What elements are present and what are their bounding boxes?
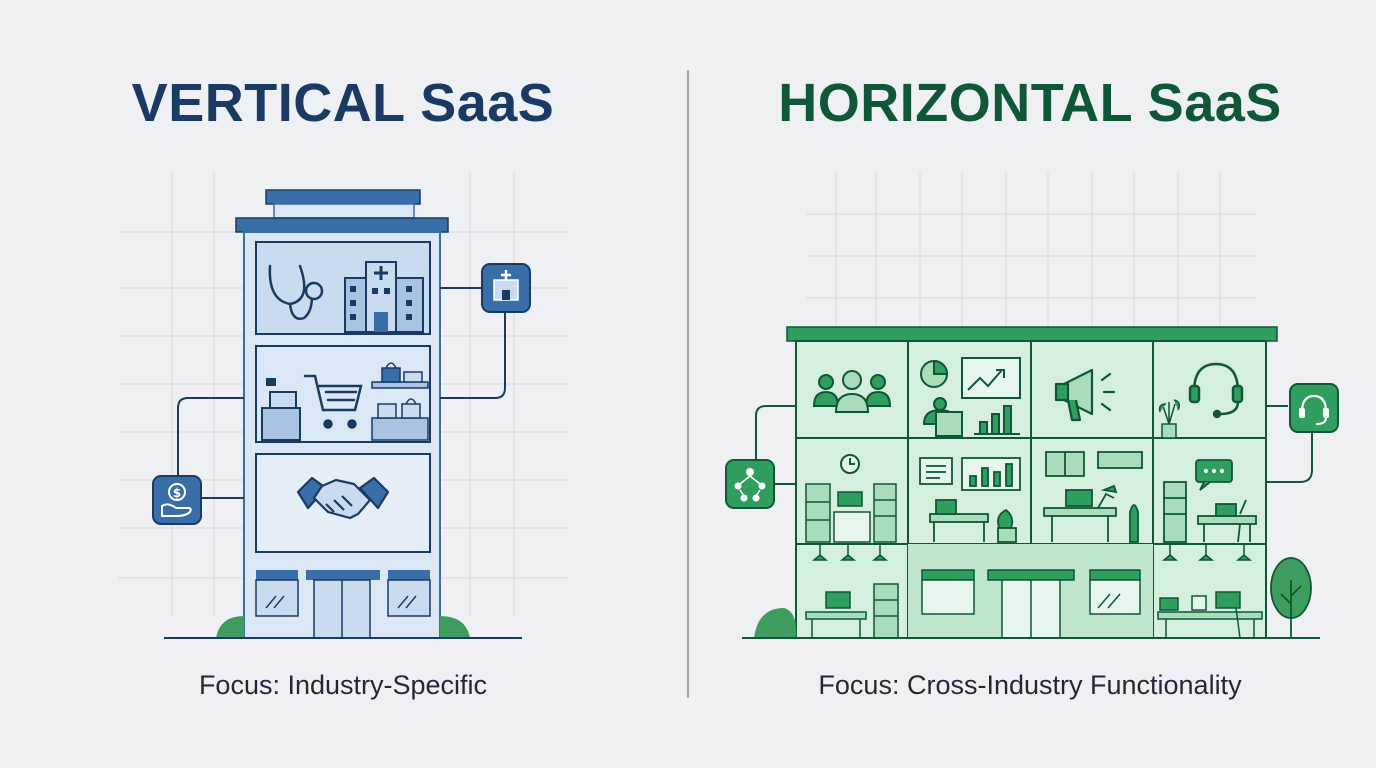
center-divider	[687, 70, 689, 698]
left-bushes	[216, 616, 470, 638]
plant-icon	[1158, 399, 1181, 439]
right-bush	[754, 608, 797, 638]
headset-badge-icon	[1289, 383, 1339, 433]
headset-icon	[1188, 362, 1244, 419]
megaphone-icon	[1054, 368, 1116, 422]
desk-lamp-icon	[1043, 451, 1143, 543]
vertical-saas-title: VERTICAL SaaS	[131, 73, 555, 133]
handshake-icon	[296, 476, 390, 520]
horizontal-saas-caption: Focus: Cross-Industry Functionality	[818, 670, 1242, 700]
hospital-icon	[344, 261, 424, 333]
cash-register-icon	[261, 378, 301, 441]
horizontal-saas-title: HORIZONTAL SaaS	[778, 73, 1282, 133]
left-connectors	[177, 287, 506, 499]
clock-icon	[840, 454, 860, 474]
right-grid	[806, 172, 1256, 326]
dollar-hand-icon: $	[152, 475, 202, 525]
tree-icon	[1270, 557, 1312, 638]
right-connectors	[755, 405, 1313, 485]
horizontal-building	[786, 326, 1278, 639]
office-room-1	[805, 483, 897, 543]
shopping-bag-icon	[371, 362, 429, 441]
hospital-badge-icon	[481, 263, 531, 313]
office-room-ground-right	[1157, 591, 1263, 639]
office-room-ground-left	[805, 583, 899, 639]
bar-chart-icon	[919, 457, 1021, 543]
vertical-saas-caption: Focus: Industry-Specific	[198, 670, 488, 700]
network-people-icon	[725, 459, 775, 509]
vertical-building	[235, 189, 449, 639]
svg-text:$: $	[173, 486, 181, 500]
stethoscope-icon	[268, 264, 324, 320]
chat-bubble-icon	[1163, 459, 1257, 543]
shopping-cart-icon	[303, 374, 363, 429]
analytics-chart-icon	[920, 357, 1021, 437]
team-icon	[812, 370, 892, 413]
